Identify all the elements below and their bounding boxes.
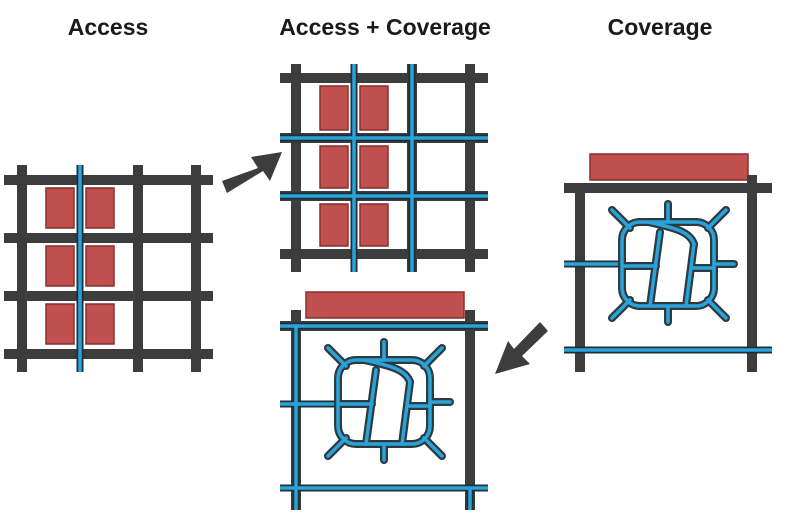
label-access-coverage: Access + Coverage (279, 14, 491, 40)
coverage-transit-grid (564, 260, 772, 354)
coverage-bottom-transit-grid (280, 322, 488, 510)
coverage-bottom-local-network (324, 338, 454, 464)
ac-blocks (319, 85, 389, 247)
label-coverage: Coverage (607, 14, 713, 40)
access-blocks (45, 187, 115, 345)
coverage-local-network (608, 200, 738, 326)
panel-access-coverage (280, 64, 488, 272)
coverage-block (589, 153, 749, 181)
panel-coverage (564, 153, 772, 372)
coverage-road-frame (564, 175, 772, 372)
panel-coverage-bottom (280, 291, 488, 510)
ac-transit-lines (280, 64, 488, 272)
panel-access (4, 165, 213, 372)
access-road-grid (4, 165, 213, 372)
arrow-right-icon (222, 152, 282, 193)
label-access: Access (67, 14, 149, 40)
arrow-down-left-icon (495, 322, 548, 374)
coverage-bottom-block (305, 291, 465, 319)
